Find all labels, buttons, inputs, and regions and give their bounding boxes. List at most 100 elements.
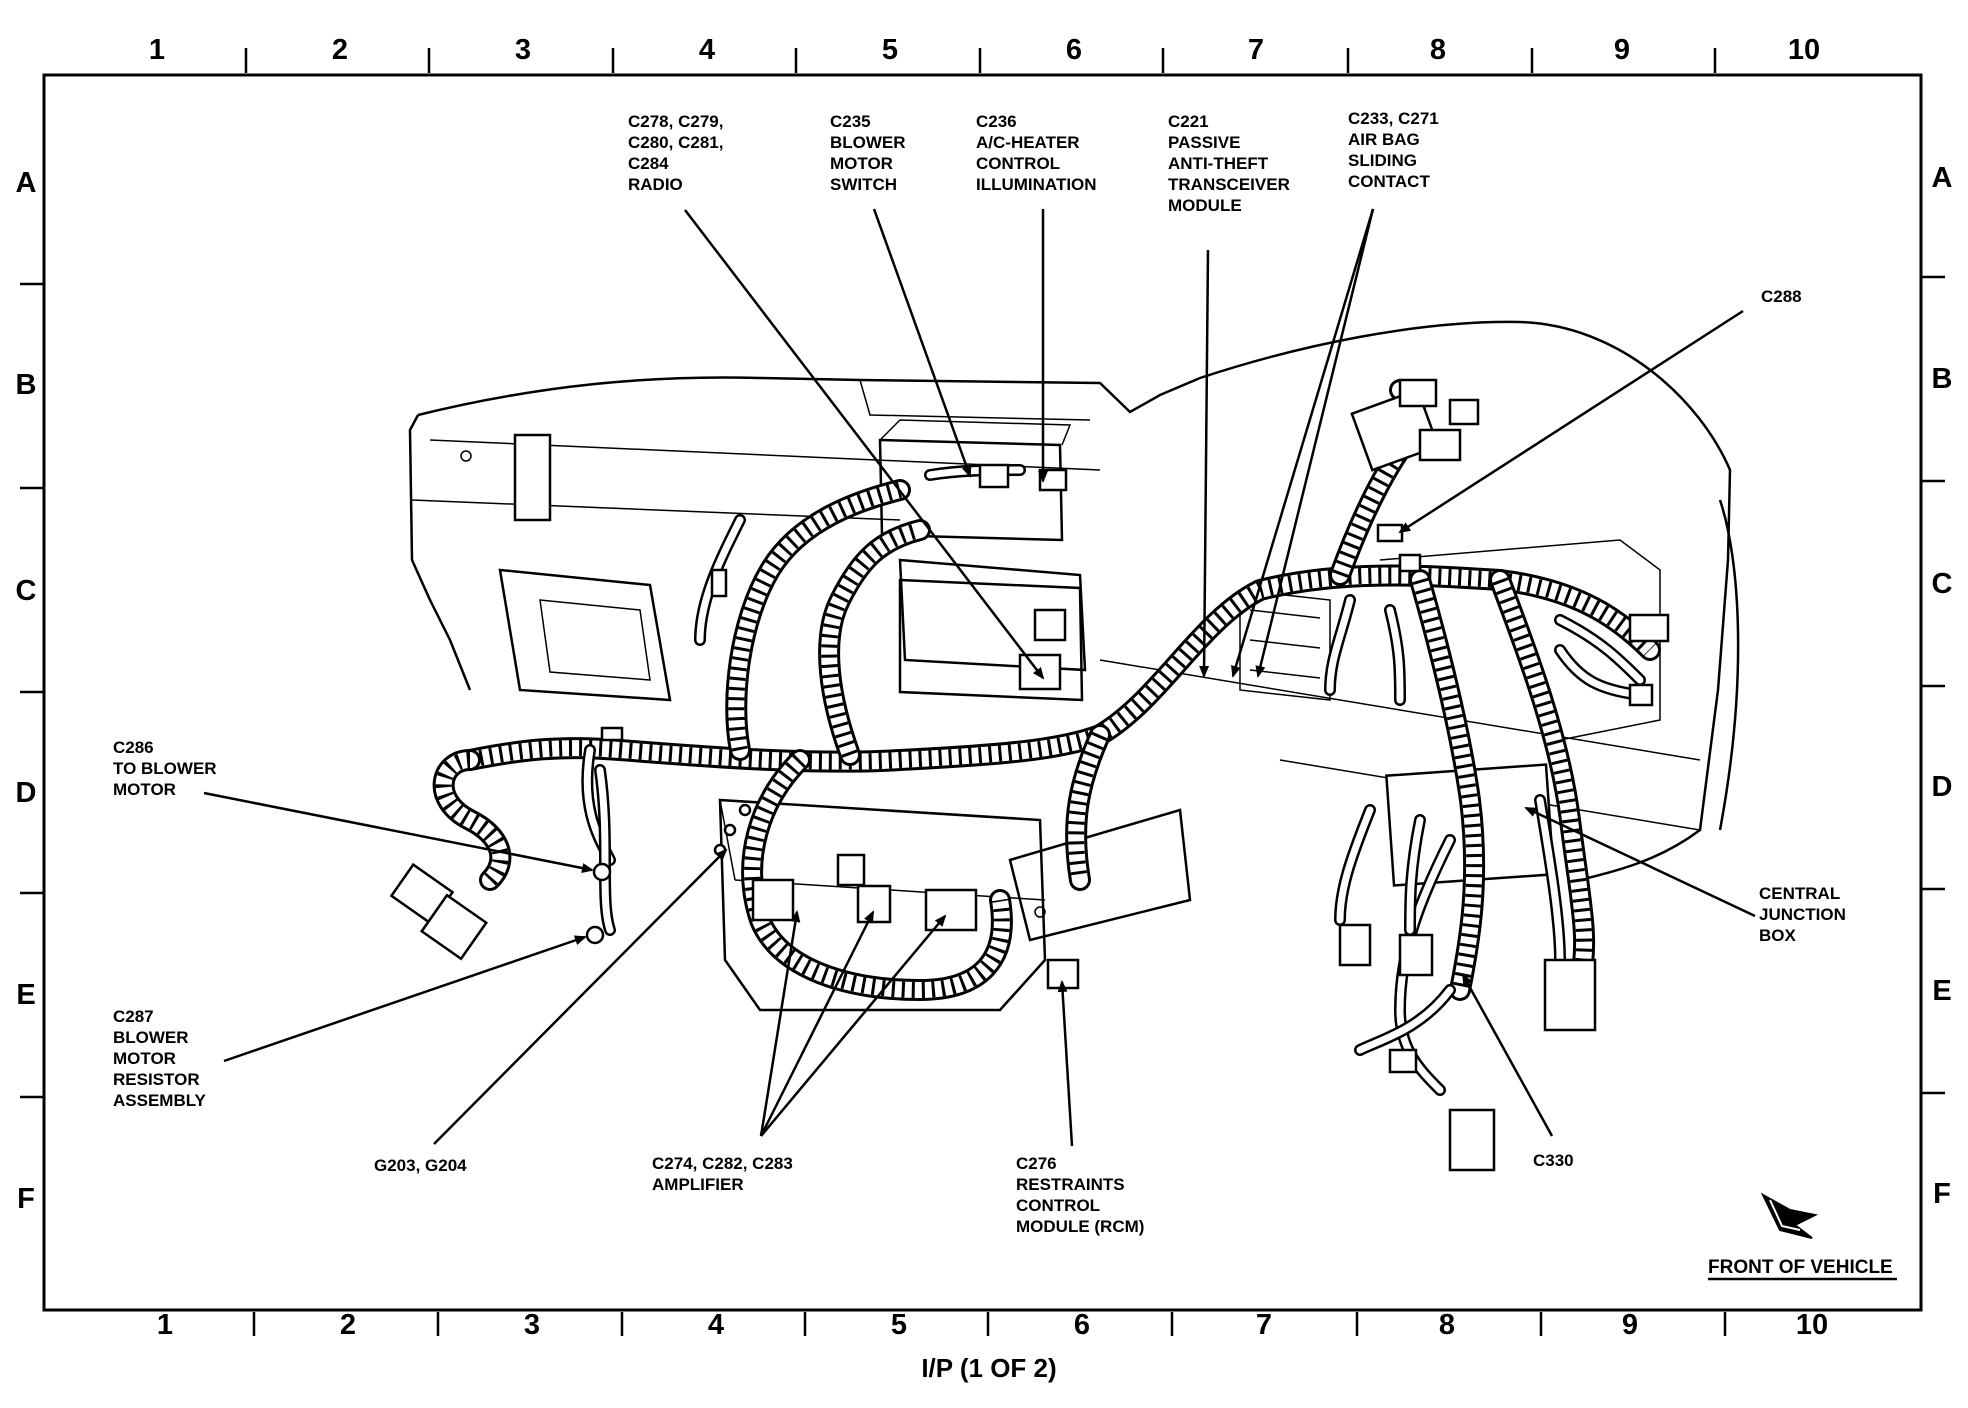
callout-c287-line-1: C287	[113, 1007, 154, 1026]
right-row-dividers	[1921, 275, 1945, 1095]
callout-pats: C221 PASSIVE ANTI-THEFT TRANSCEIVER MODU…	[1168, 112, 1290, 215]
top-col-6: 6	[1066, 34, 1082, 66]
bottom-col-6: 6	[1074, 1309, 1090, 1341]
callout-air-bag-line-4: CONTACT	[1348, 172, 1430, 191]
callout-ac-heater-line-2: A/C-HEATER	[976, 133, 1080, 152]
callout-c288: C288	[1761, 287, 1802, 306]
leader-cjb	[1524, 806, 1756, 918]
top-col-4: 4	[699, 34, 715, 66]
callout-radio-line-1: C278, C279,	[628, 112, 723, 131]
callout-c286: C286 TO BLOWER MOTOR	[113, 738, 217, 799]
right-row-b: B	[1932, 363, 1953, 395]
bottom-col-3: 3	[524, 1309, 540, 1341]
callout-blower-switch-line-2: BLOWER	[830, 133, 906, 152]
callout-amplifier-line-2: AMPLIFIER	[652, 1175, 744, 1194]
callout-pats-line-4: TRANSCEIVER	[1168, 175, 1290, 194]
top-column-dividers	[244, 48, 1717, 73]
callout-radio-line-3: C284	[628, 154, 669, 173]
top-col-7: 7	[1248, 34, 1264, 66]
callout-rcm-line-2: RESTRAINTS	[1016, 1175, 1125, 1194]
callout-pats-line-5: MODULE	[1168, 196, 1242, 215]
amplifier-body	[718, 798, 1047, 1012]
front-of-vehicle-indicator: FRONT OF VEHICLE	[1708, 1192, 1897, 1281]
callout-c330: C330	[1533, 1151, 1574, 1170]
callout-c288-line-1: C288	[1761, 287, 1802, 306]
bottom-col-1: 1	[157, 1309, 173, 1341]
callout-pats-line-2: PASSIVE	[1168, 133, 1240, 152]
left-row-dividers	[20, 282, 44, 1099]
callout-amplifier-line-1: C274, C282, C283	[652, 1154, 793, 1173]
callout-air-bag: C233, C271 AIR BAG SLIDING CONTACT	[1348, 109, 1439, 191]
callout-cjb-line-1: CENTRAL	[1759, 884, 1840, 903]
callout-blower-switch-line-3: MOTOR	[830, 154, 893, 173]
leader-amplifier-3	[760, 914, 947, 1137]
callout-c287: C287 BLOWER MOTOR RESISTOR ASSEMBLY	[113, 1007, 207, 1110]
callout-cjb: CENTRAL JUNCTION BOX	[1759, 884, 1846, 945]
bottom-col-10: 10	[1796, 1309, 1828, 1341]
callout-c287-line-4: RESISTOR	[113, 1070, 200, 1089]
right-row-d: D	[1932, 771, 1953, 803]
callout-cjb-line-3: BOX	[1759, 926, 1797, 945]
callout-cjb-line-2: JUNCTION	[1759, 905, 1846, 924]
bottom-col-7: 7	[1256, 1309, 1272, 1341]
callout-pats-line-3: ANTI-THEFT	[1168, 154, 1269, 173]
left-row-b: B	[16, 369, 37, 401]
leader-c288	[1398, 309, 1744, 534]
rcm-body	[1008, 808, 1192, 942]
callout-c286-line-2: TO BLOWER	[113, 759, 217, 778]
page-caption: I/P (1 OF 2)	[921, 1353, 1056, 1383]
bottom-column-labels: 1 2 3 4 5 6 7 8 9 10	[157, 1309, 1828, 1341]
callout-rcm-line-4: MODULE (RCM)	[1016, 1217, 1144, 1236]
right-row-labels: A B C D E F	[1932, 162, 1953, 1210]
top-col-8: 8	[1430, 34, 1446, 66]
callout-ground-line-1: G203, G204	[374, 1156, 467, 1175]
front-of-vehicle-label: FRONT OF VEHICLE	[1708, 1257, 1893, 1278]
left-row-d: D	[16, 777, 37, 809]
leader-amplifier-2	[759, 910, 875, 1137]
top-column-labels: 1 2 3 4 5 6 7 8 9 10	[149, 34, 1820, 66]
callout-ac-heater-line-4: ILLUMINATION	[976, 175, 1097, 194]
callout-c287-line-3: MOTOR	[113, 1049, 176, 1068]
top-col-3: 3	[515, 34, 531, 66]
callout-radio: C278, C279, C280, C281, C284 RADIO	[628, 112, 723, 194]
callout-blower-switch-line-4: SWITCH	[830, 175, 897, 194]
callout-amplifier: C274, C282, C283 AMPLIFIER	[652, 1154, 793, 1194]
bottom-col-9: 9	[1622, 1309, 1638, 1341]
right-row-f: F	[1933, 1178, 1951, 1210]
bottom-col-4: 4	[708, 1309, 724, 1341]
top-col-1: 1	[149, 34, 165, 66]
callout-air-bag-line-1: C233, C271	[1348, 109, 1439, 128]
left-row-e: E	[16, 979, 35, 1011]
top-col-9: 9	[1614, 34, 1630, 66]
callout-radio-line-2: C280, C281,	[628, 133, 723, 152]
left-row-c: C	[16, 575, 37, 607]
leader-ground	[433, 848, 728, 1145]
leader-air-bag-1	[1231, 208, 1375, 678]
callout-ac-heater: C236 A/C-HEATER CONTROL ILLUMINATION	[976, 112, 1097, 194]
right-row-e: E	[1932, 975, 1951, 1007]
callout-rcm-line-1: C276	[1016, 1154, 1057, 1173]
bottom-col-8: 8	[1439, 1309, 1455, 1341]
callout-pats-line-1: C221	[1168, 112, 1209, 131]
top-col-5: 5	[882, 34, 898, 66]
leader-lines	[203, 208, 1756, 1147]
bottom-column-dividers	[252, 1312, 1727, 1336]
callout-rcm: C276 RESTRAINTS CONTROL MODULE (RCM)	[1016, 1154, 1144, 1236]
leader-c330	[1461, 973, 1554, 1137]
leader-blower-switch	[872, 208, 972, 478]
leader-radio	[684, 209, 1045, 680]
front-of-vehicle-arrow-icon	[1760, 1192, 1819, 1239]
leader-c286	[203, 791, 594, 873]
callout-radio-line-4: RADIO	[628, 175, 683, 194]
top-col-2: 2	[332, 34, 348, 66]
leader-air-bag-2	[1255, 208, 1375, 678]
callout-c286-line-1: C286	[113, 738, 154, 757]
callout-ac-heater-line-1: C236	[976, 112, 1017, 131]
callout-c330-line-1: C330	[1533, 1151, 1574, 1170]
bottom-col-2: 2	[340, 1309, 356, 1341]
callout-c287-line-2: BLOWER	[113, 1028, 189, 1047]
left-row-f: F	[17, 1183, 35, 1215]
callout-blower-switch: C235 BLOWER MOTOR SWITCH	[830, 112, 906, 194]
top-col-10: 10	[1788, 34, 1820, 66]
